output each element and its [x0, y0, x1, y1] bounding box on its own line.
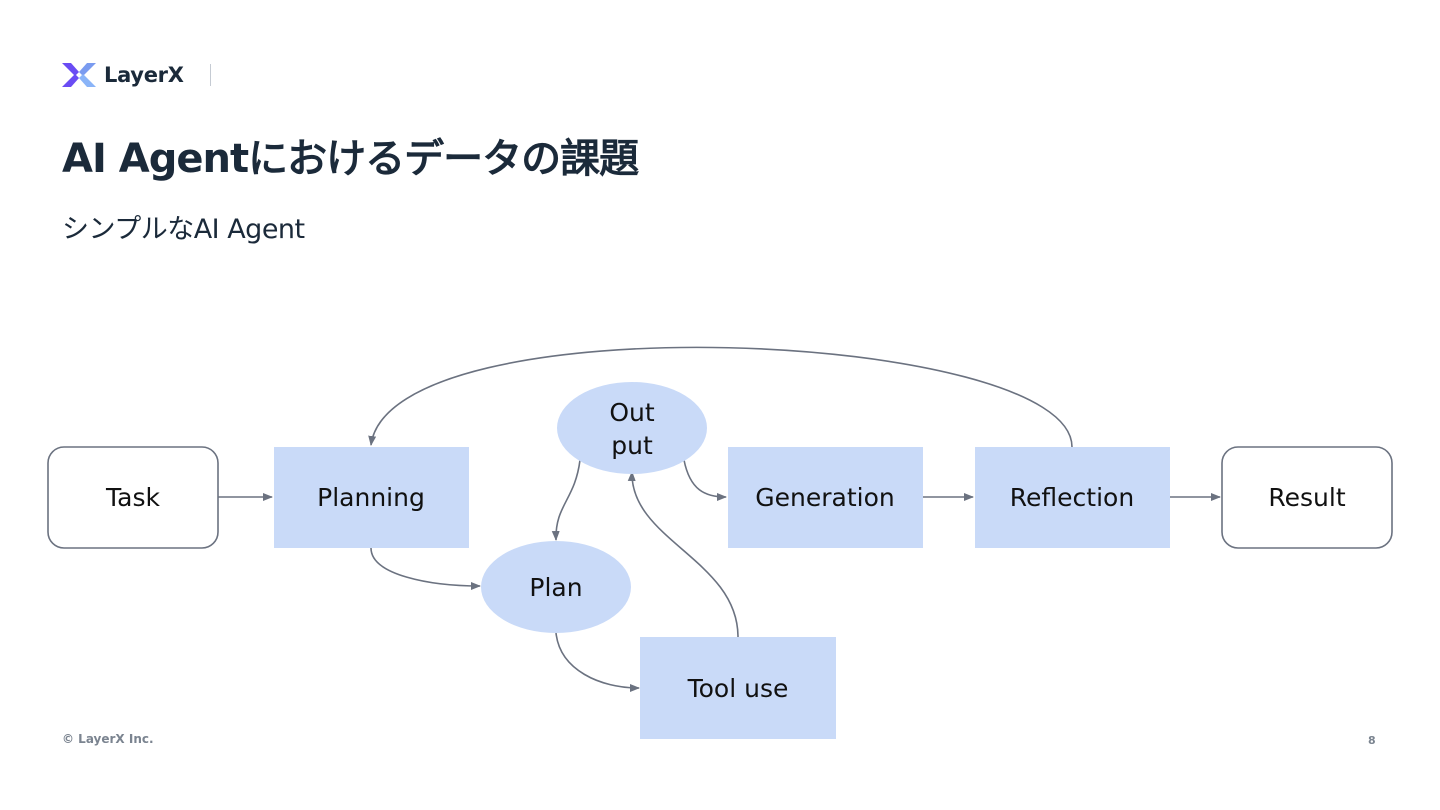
layerx-logo-icon: [62, 63, 96, 87]
brand-logo: LayerX: [62, 61, 211, 89]
node-reflection-label: Reflection: [1010, 483, 1134, 512]
footer-copyright: © LayerX Inc.: [62, 732, 154, 746]
node-output-label-line2: put: [611, 431, 653, 460]
edge-plan-tooluse: [555, 632, 640, 692]
edge-output-plan: [551, 459, 581, 541]
node-plan: Plan: [481, 541, 631, 633]
logo-text: LayerX: [104, 63, 184, 87]
node-plan-label: Plan: [529, 573, 582, 602]
edge-planning-plan: [370, 547, 481, 590]
edge-reflection-planning: [368, 346, 1073, 448]
node-output-label-line1: Out: [609, 398, 655, 427]
node-planning-label: Planning: [317, 483, 425, 512]
node-output: Out put: [557, 382, 707, 474]
page-number: 8: [1368, 734, 1376, 747]
node-planning: Planning: [274, 447, 469, 548]
node-tool-use-label: Tool use: [687, 674, 789, 703]
node-result-label: Result: [1268, 483, 1345, 512]
node-task-label: Task: [105, 483, 160, 512]
page-subtitle: シンプルなAI Agent: [62, 214, 305, 245]
node-generation-label: Generation: [755, 483, 894, 512]
node-task: Task: [47, 446, 219, 549]
edge-tooluse-output: [627, 471, 739, 638]
page-title: AI Agentにおけるデータの課題: [62, 136, 639, 182]
edge-output-generation: [683, 459, 727, 501]
node-result: Result: [1221, 446, 1393, 549]
node-tool-use: Tool use: [640, 637, 836, 739]
logo-divider: [209, 64, 211, 86]
node-generation: Generation: [728, 447, 923, 548]
node-reflection: Reflection: [975, 447, 1170, 548]
